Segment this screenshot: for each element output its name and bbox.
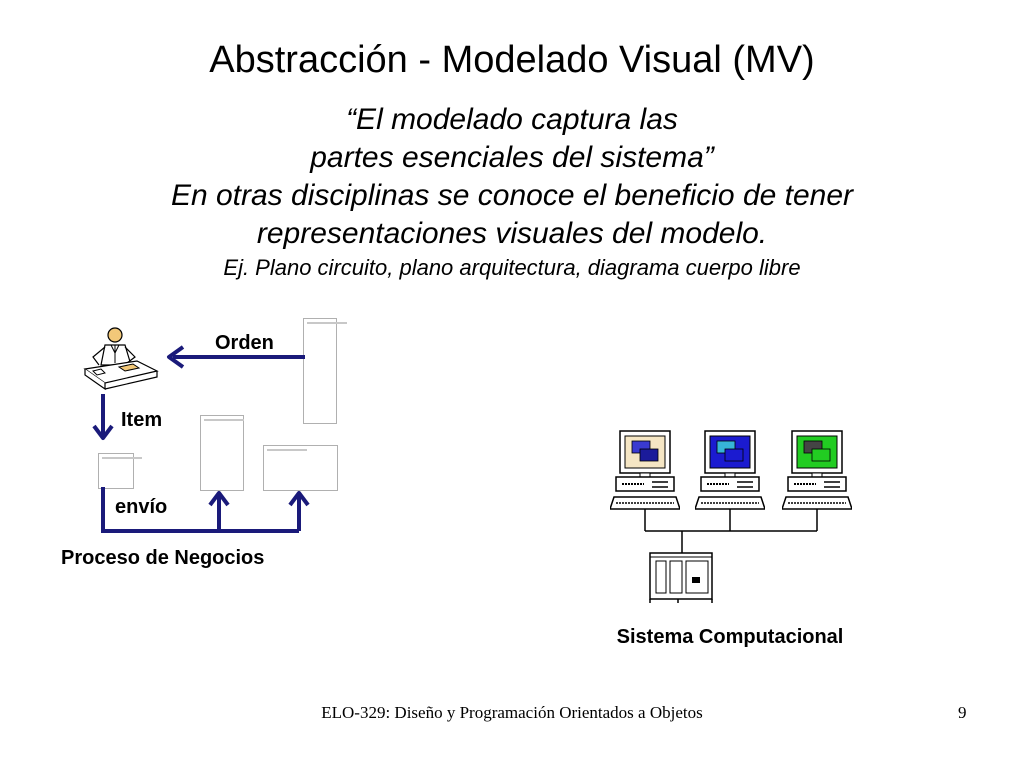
business-process-caption: Proceso de Negocios xyxy=(61,547,265,569)
shipping-arrows xyxy=(101,487,310,533)
workstation-3-icon xyxy=(782,430,852,510)
shipping-label: envío xyxy=(115,496,168,518)
server-icon xyxy=(649,552,713,603)
order-label: Orden xyxy=(215,332,274,354)
item-arrow xyxy=(92,394,114,440)
page-number: 9 xyxy=(958,703,967,722)
slide-footer: ELO-329: Diseño y Programación Orientado… xyxy=(321,703,703,722)
computer-system-caption: Sistema Computacional xyxy=(616,626,844,648)
slide-title: Abstracción - Modelado Visual (MV) xyxy=(209,39,815,81)
computer-system-diagram: Sistema Computacional xyxy=(600,425,860,655)
worker-at-desk-icon xyxy=(83,327,159,391)
quote-line-2: partes esenciales del sistema” xyxy=(310,141,714,174)
example-text: Ej. Plano circuito, plano arquitectura, … xyxy=(223,255,801,280)
quote-line-4: representaciones visuales del modelo. xyxy=(256,217,768,250)
invoice-document xyxy=(263,445,338,491)
order-arrow xyxy=(167,345,305,369)
quote-line-3: En otras disciplinas se conoce el benefi… xyxy=(170,179,854,212)
business-process-diagram: Orden Item envío Proceso de Negocios xyxy=(55,315,355,575)
item-label: Item xyxy=(121,409,163,431)
shipping-document xyxy=(200,415,244,491)
network-connections xyxy=(644,509,818,559)
order-document xyxy=(303,318,347,424)
workstation-1-icon xyxy=(610,430,680,510)
quote-line-1: “El modelado captura las xyxy=(346,103,678,136)
item-document xyxy=(98,453,142,489)
workstation-2-icon xyxy=(695,430,765,510)
